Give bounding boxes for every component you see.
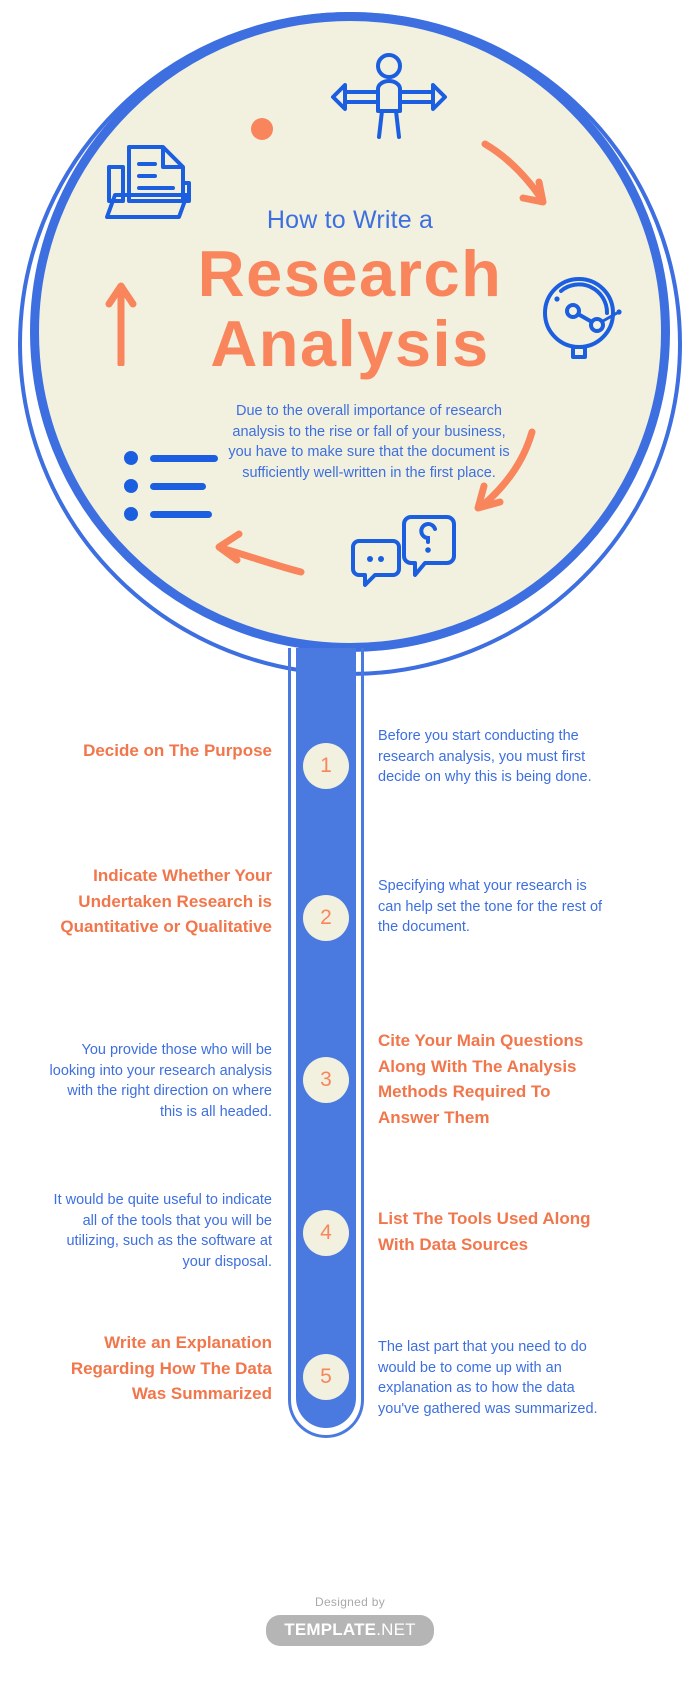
step-body-3: You provide those who will be looking in… (49, 1042, 272, 1120)
person-arrows-icon (329, 49, 449, 146)
title-line-1: Research (197, 237, 503, 310)
arrow-down-left-icon (464, 426, 544, 523)
step-marker-3[interactable]: 3 (303, 1057, 349, 1103)
arrow-left-icon (211, 526, 307, 587)
step-heading-3: Cite Your Main Questions Along With The … (378, 1031, 584, 1127)
footer: Designed by TEMPLATE.NET (0, 1595, 700, 1646)
step-body-4: It would be quite useful to indicate all… (53, 1192, 272, 1270)
step-heading-1: Decide on The Purpose (83, 741, 272, 760)
step-heading-4: List The Tools Used Along With Data Sour… (378, 1209, 591, 1254)
gauge-network-icon (537, 271, 629, 368)
step-marker-5[interactable]: 5 (303, 1354, 349, 1400)
hero-kicker: How to Write a (266, 206, 434, 234)
step-heading-5: Write an Explanation Regarding How The D… (70, 1333, 272, 1403)
step-marker-1[interactable]: 1 (303, 743, 349, 789)
step-marker-4[interactable]: 4 (303, 1210, 349, 1256)
folder-document-icon (101, 139, 197, 226)
page-title: Research Analysis (39, 237, 661, 381)
template-net-badge[interactable]: TEMPLATE.NET (266, 1615, 434, 1646)
hero-description: Due to the overall importance of researc… (228, 403, 510, 481)
step-heading-2: Indicate Whether Your Undertaken Researc… (60, 866, 272, 936)
step-body-5: The last part that you need to do would … (378, 1339, 598, 1417)
brand-light: .NET (376, 1620, 416, 1639)
step-body-1: Before you start conducting the research… (378, 728, 592, 786)
arrow-down-right-icon (479, 136, 559, 221)
title-line-2: Analysis (210, 307, 490, 381)
hero-circle: How to Write a Research Analysis Due to … (30, 12, 670, 652)
timeline-outline (288, 648, 364, 1438)
arrow-up-icon (101, 276, 141, 371)
brand-bold: TEMPLATE (284, 1620, 377, 1639)
speech-bubbles-question-icon (349, 509, 457, 600)
designed-by-label: Designed by (314, 1595, 385, 1609)
orange-dot-icon (251, 118, 273, 140)
step-marker-2[interactable]: 2 (303, 895, 349, 941)
step-body-2: Specifying what your research is can hel… (378, 878, 603, 936)
bullet-list-icon (124, 451, 218, 535)
